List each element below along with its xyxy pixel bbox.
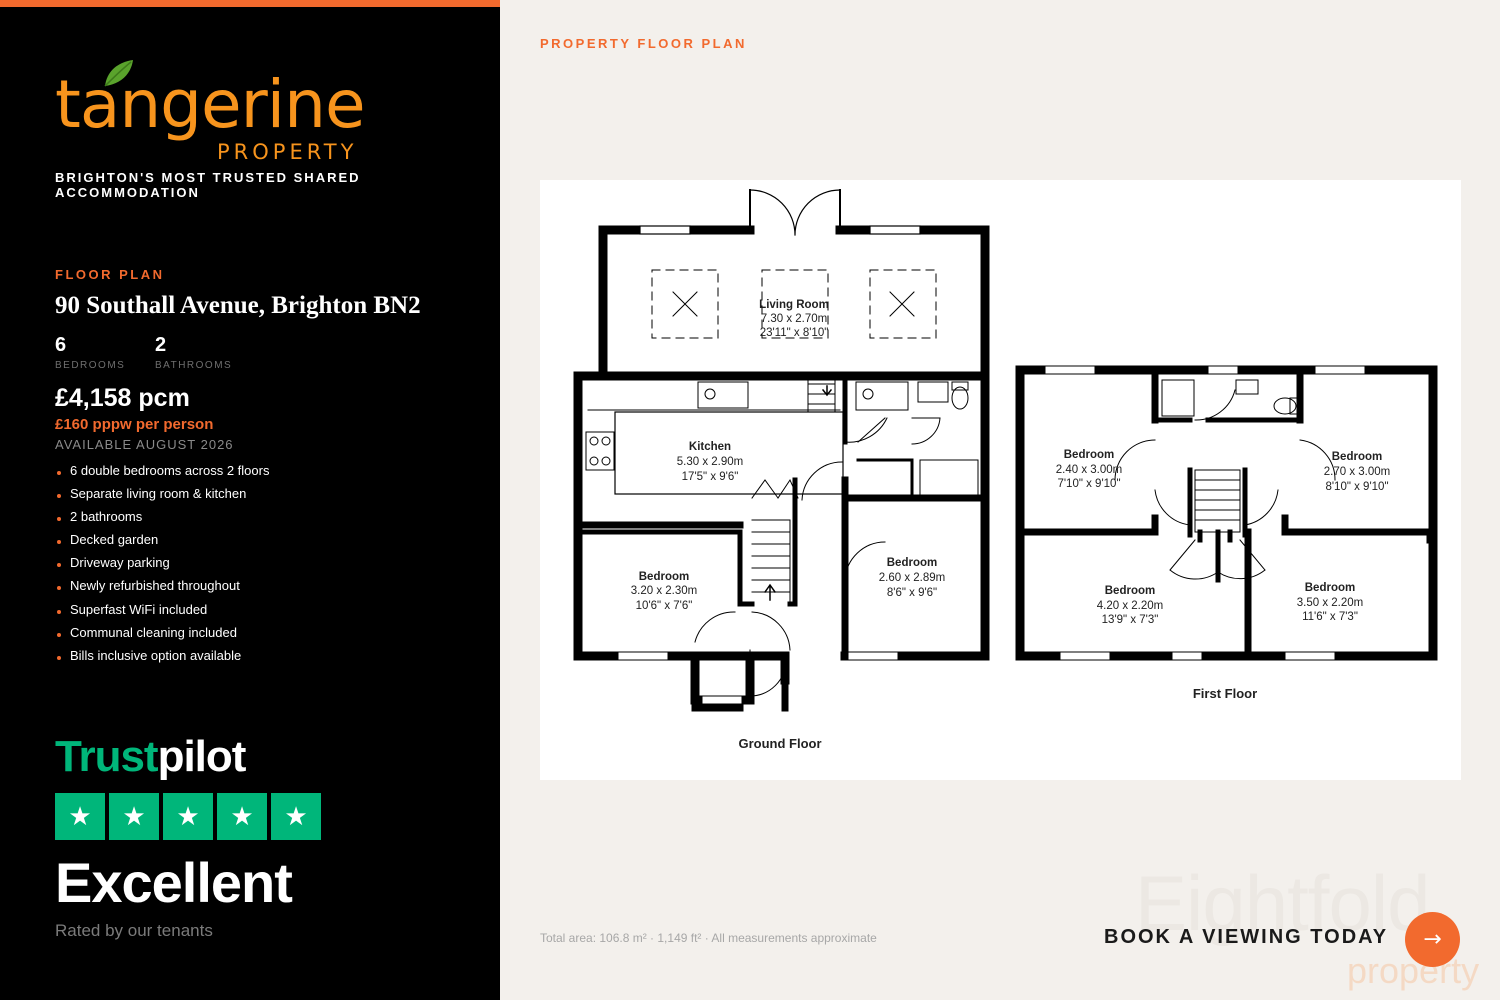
- room-dims-living-ft: 23'11" x 8'10": [760, 327, 829, 339]
- room-name-ff-bedroom-br: Bedroom: [1305, 582, 1355, 594]
- room-dims-ff-bedroom-tr-ft: 8'10" x 9'10": [1325, 481, 1388, 493]
- bathrooms-label: BATHROOMS: [155, 360, 233, 371]
- feature-item: Driveway parking: [57, 554, 269, 577]
- room-dims-ff-bedroom-br-ft: 11'6" x 7'3": [1302, 611, 1358, 623]
- room-dims-living-m: 7.30 x 2.70m: [761, 313, 827, 325]
- accent-bar: [0, 0, 500, 7]
- room-name-kitchen: Kitchen: [689, 441, 731, 453]
- room-name-gf-bedroom-right: Bedroom: [887, 557, 937, 569]
- room-dims-gf-bedroom-right-m: 2.60 x 2.89m: [879, 572, 945, 584]
- first-floor-label: First Floor: [1193, 686, 1257, 701]
- trustpilot-stars: ★ ★ ★ ★ ★: [55, 793, 321, 840]
- logo-wordmark: tangerine: [55, 66, 366, 143]
- availability: AVAILABLE AUGUST 2026: [55, 437, 234, 452]
- room-name-gf-bedroom-left: Bedroom: [639, 571, 689, 583]
- trustpilot-subtext: Rated by our tenants: [55, 921, 213, 940]
- room-name-living: Living Room: [759, 299, 829, 311]
- room-name-ff-bedroom-tl: Bedroom: [1064, 449, 1114, 461]
- section-label: FLOOR PLAN: [55, 267, 165, 282]
- room-dims-ff-bedroom-tr-m: 2.70 x 3.00m: [1324, 466, 1390, 478]
- feature-item: Communal cleaning included: [57, 624, 269, 647]
- feature-list: 6 double bedrooms across 2 floors Separa…: [57, 462, 269, 670]
- arrow-right-icon: →: [1423, 927, 1442, 952]
- feature-item: Superfast WiFi included: [57, 601, 269, 624]
- star-icon: ★: [109, 793, 159, 840]
- room-dims-ff-bedroom-tl-m: 2.40 x 3.00m: [1056, 464, 1122, 476]
- trustpilot-brand-b: pilot: [157, 732, 247, 781]
- room-name-ff-bedroom-bl: Bedroom: [1105, 585, 1155, 597]
- per-person-price: £160 pppw per person: [55, 416, 214, 433]
- star-icon: ★: [217, 793, 267, 840]
- room-dims-gf-bedroom-left-m: 3.20 x 2.30m: [631, 585, 697, 597]
- trustpilot-logo[interactable]: Trustpilot: [55, 732, 247, 782]
- book-viewing-link[interactable]: BOOK A VIEWING TODAY: [1104, 926, 1389, 948]
- room-dims-kitchen-m: 5.30 x 2.90m: [677, 456, 743, 468]
- star-icon: ★: [163, 793, 213, 840]
- feature-item: 2 bathrooms: [57, 508, 269, 531]
- info-panel: tangerine PROPERTY BRIGHTON'S MOST TRUST…: [0, 0, 500, 1000]
- trustpilot-rating: Excellent: [55, 851, 293, 914]
- bathrooms-count: 2: [155, 334, 167, 356]
- feature-item: Newly refurbished throughout: [57, 577, 269, 600]
- bedrooms-count: 6: [55, 334, 67, 356]
- floor-plan: Living Room 7.30 x 2.70m 23'11" x 8'10" …: [540, 180, 1461, 780]
- room-dims-ff-bedroom-tl-ft: 7'10" x 9'10": [1057, 478, 1120, 490]
- leaf-icon: [104, 60, 133, 87]
- ground-floor-label: Ground Floor: [738, 736, 821, 751]
- bathrooms-stat: 2 BATHROOMS: [155, 334, 232, 371]
- logo-subtitle: PROPERTY: [217, 140, 358, 164]
- feature-item: Decked garden: [57, 531, 269, 554]
- trustpilot-brand-a: Trust: [55, 732, 159, 781]
- area-footnote: Total area: 106.8 m² · 1,149 ft² · All m…: [540, 931, 877, 945]
- monthly-price: £4,158 pcm: [55, 384, 190, 412]
- room-dims-gf-bedroom-left-ft: 10'6" x 7'6": [636, 600, 693, 612]
- room-dims-kitchen-ft: 17'5" x 9'6": [682, 471, 739, 483]
- room-dims-ff-bedroom-bl-m: 4.20 x 2.20m: [1097, 600, 1163, 612]
- star-icon: ★: [55, 793, 105, 840]
- feature-item: Separate living room & kitchen: [57, 485, 269, 508]
- floorplan-heading: PROPERTY FLOOR PLAN: [540, 36, 747, 51]
- room-dims-ff-bedroom-br-m: 3.50 x 2.20m: [1297, 597, 1363, 609]
- book-viewing-button[interactable]: →: [1405, 912, 1460, 967]
- property-address: 90 Southall Avenue, Brighton BN2: [55, 292, 421, 319]
- brand-tagline: BRIGHTON'S MOST TRUSTED SHARED ACCOMMODA…: [55, 170, 361, 200]
- bedrooms-label: BEDROOMS: [55, 360, 126, 371]
- brand-logo[interactable]: tangerine PROPERTY: [55, 58, 395, 168]
- bedrooms-stat: 6 BEDROOMS: [55, 334, 125, 371]
- feature-item: Bills inclusive option available: [57, 647, 269, 670]
- room-name-ff-bedroom-tr: Bedroom: [1332, 451, 1382, 463]
- feature-item: 6 double bedrooms across 2 floors: [57, 462, 269, 485]
- room-dims-gf-bedroom-right-ft: 8'6" x 9'6": [887, 587, 937, 599]
- room-dims-ff-bedroom-bl-ft: 13'9" x 7'3": [1102, 614, 1159, 626]
- star-icon: ★: [271, 793, 321, 840]
- floor-plan-drawing: Living Room 7.30 x 2.70m 23'11" x 8'10" …: [573, 189, 1438, 751]
